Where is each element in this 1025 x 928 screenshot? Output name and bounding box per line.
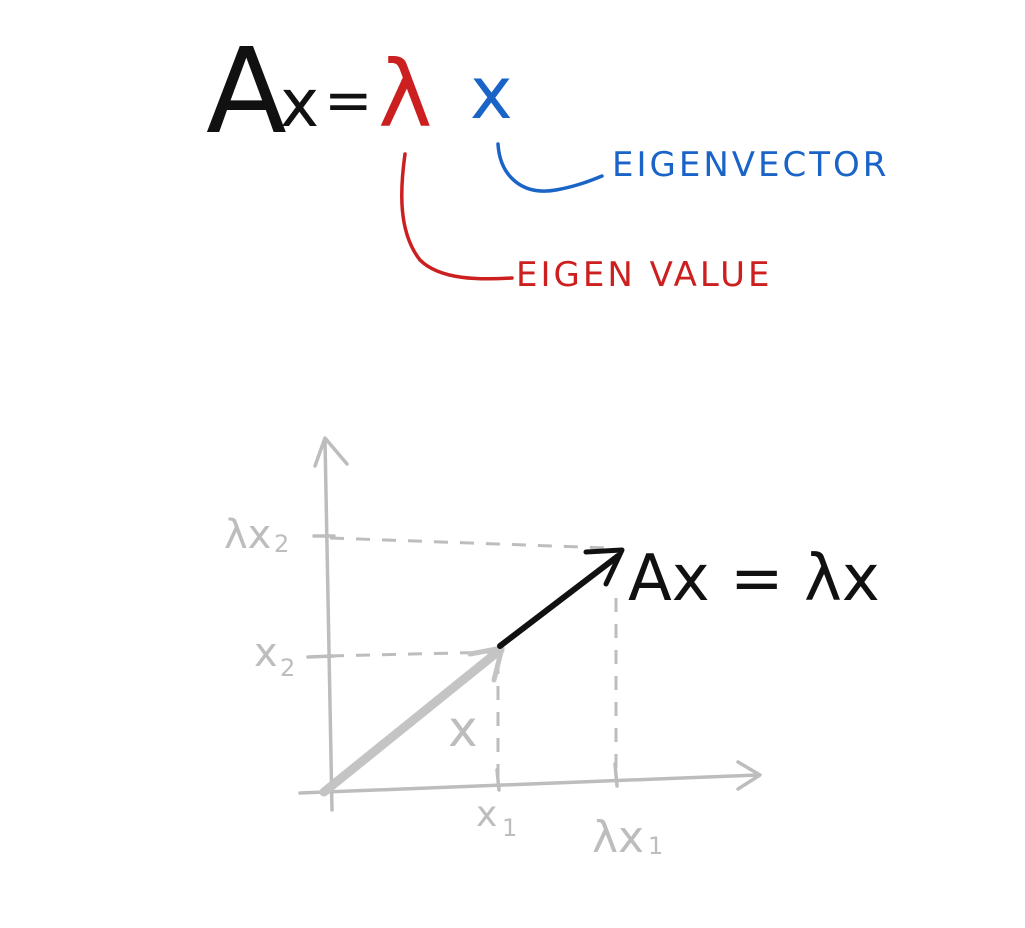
eigenvector-pointer — [496, 142, 604, 193]
tick-label-lx2-subscript: 2 — [274, 530, 289, 558]
tick-lx1 — [613, 762, 619, 788]
eigenvalue-pointer — [399, 152, 514, 281]
eigenvalue-label: EIGEN VALUE — [516, 255, 773, 295]
tick-label-lx1-subscript: 1 — [648, 832, 663, 860]
vector-ax-label: Ax = λx — [628, 542, 880, 616]
equation-matrix-a: A — [206, 22, 287, 160]
tick-x1 — [495, 768, 501, 792]
tick-label-x1: x 1 — [476, 794, 517, 842]
tick-label-lx1-main: λx — [592, 812, 644, 863]
equation-lambda: λ — [378, 41, 432, 148]
tick-label-lx2: λx 2 — [224, 512, 289, 558]
tick-label-x1-main: x — [476, 794, 497, 835]
vector-x — [319, 645, 505, 797]
guide-lx2-horizontal — [329, 536, 609, 550]
eigenvalue-callout: EIGEN VALUE — [399, 152, 773, 295]
x-axis — [298, 773, 760, 795]
tick-x2 — [306, 654, 336, 659]
eigenvector-callout: EIGENVECTOR — [496, 142, 889, 193]
y-axis-arrowhead — [313, 436, 349, 468]
eigen-equation: A x = λ x — [206, 22, 513, 160]
x-axis-arrowhead — [736, 760, 762, 791]
vector-graph: x Ax = λx λx 2 x 2 x 1 λx 1 — [224, 436, 880, 863]
vector-x-label: x — [448, 700, 478, 758]
equation-equals: = — [324, 66, 373, 134]
tick-label-x2: x 2 — [254, 630, 295, 682]
eigenvector-label: EIGENVECTOR — [612, 145, 889, 185]
vector-ax-arrowhead — [583, 547, 625, 587]
vector-ax — [497, 553, 621, 649]
tick-label-x1-subscript: 1 — [502, 814, 517, 842]
tick-label-x2-subscript: 2 — [280, 654, 295, 682]
tick-label-lx2-main: λx — [224, 512, 271, 558]
equation-eigenvector-x: x — [470, 51, 513, 135]
tick-label-lx1: λx 1 — [592, 812, 663, 863]
tick-label-x2-main: x — [254, 630, 278, 676]
y-axis — [323, 438, 334, 812]
equation-x: x — [280, 65, 319, 142]
